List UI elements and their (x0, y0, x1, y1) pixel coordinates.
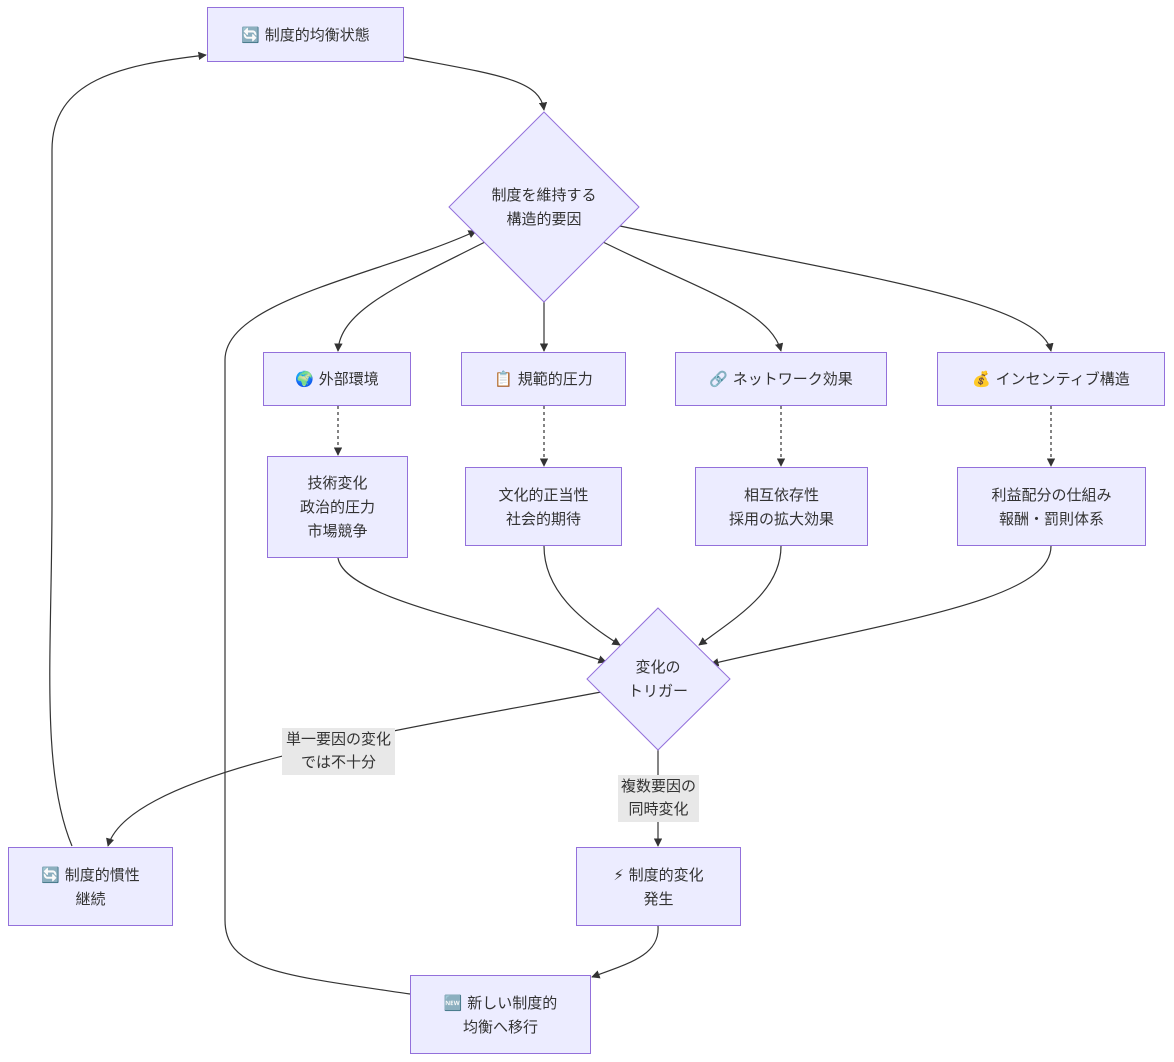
edge-change-new (591, 925, 659, 979)
node-new-equilibrium-label: 🆕 新しい制度的 均衡へ移行 (443, 993, 558, 1036)
node-inertia: 🔄 制度的慣性 継続 (8, 847, 173, 926)
decision-structural-label: 制度を維持する 構造的要因 (491, 186, 597, 228)
node-external-detail-label: 技術変化 政治的圧力 市場競争 (299, 474, 375, 540)
node-equilibrium-label: 🔄 制度的均衡状態 (241, 25, 370, 44)
node-normative: 📋 規範的圧力 (461, 352, 626, 406)
node-inertia-label: 🔄 制度的慣性 継続 (41, 865, 140, 908)
edge-structural-incentive (619, 225, 1054, 352)
node-incentive-label: 💰 インセンティブ構造 (972, 370, 1130, 388)
node-equilibrium: 🔄 制度的均衡状態 (207, 7, 404, 62)
edge-normative-trigger (543, 545, 621, 646)
node-normative-detail-label: 文化的正当性 社会的期待 (498, 485, 589, 528)
decision-structural-shape (448, 111, 640, 303)
edge-external-trigger (337, 557, 607, 664)
node-external: 🌍 外部環境 (263, 352, 411, 406)
node-incentive: 💰 インセンティブ構造 (937, 352, 1165, 406)
edge-structural-network (602, 241, 784, 352)
node-network-detail: 相互依存性 採用の拡大効果 (695, 467, 868, 546)
edge-inertia-equilibrium (49, 51, 207, 847)
node-network-label: 🔗 ネットワーク効果 (709, 370, 853, 388)
decision-trigger-label: 変化の トリガー (627, 658, 688, 700)
node-incentive-detail-label: 利益配分の仕組み 報酬・罰則体系 (991, 485, 1112, 528)
edge-new-structural (224, 230, 477, 995)
node-normative-label: 📋 規範的圧力 (494, 370, 593, 388)
node-new-equilibrium: 🆕 新しい制度的 均衡へ移行 (410, 975, 591, 1054)
edge-label-multiple-factors: 複数要因の 同時変化 (618, 775, 699, 822)
node-change: ⚡ 制度的変化 発生 (576, 847, 741, 926)
decision-trigger-shape (586, 607, 731, 751)
node-incentive-detail: 利益配分の仕組み 報酬・罰則体系 (957, 467, 1146, 546)
edge-label-single-factor: 単一要因の変化 では不十分 (282, 728, 395, 775)
edge-structural-external (334, 241, 486, 352)
edge-equilibrium-structural (403, 56, 548, 111)
node-network: 🔗 ネットワーク効果 (675, 352, 887, 406)
node-change-label: ⚡ 制度的変化 発生 (613, 865, 704, 908)
edge-incentive-trigger (710, 545, 1052, 667)
node-external-label: 🌍 外部環境 (295, 370, 379, 388)
node-normative-detail: 文化的正当性 社会的期待 (465, 467, 622, 546)
edge-network-trigger (698, 545, 782, 646)
node-external-detail: 技術変化 政治的圧力 市場競争 (267, 456, 408, 558)
node-network-detail-label: 相互依存性 採用の拡大効果 (728, 485, 834, 528)
